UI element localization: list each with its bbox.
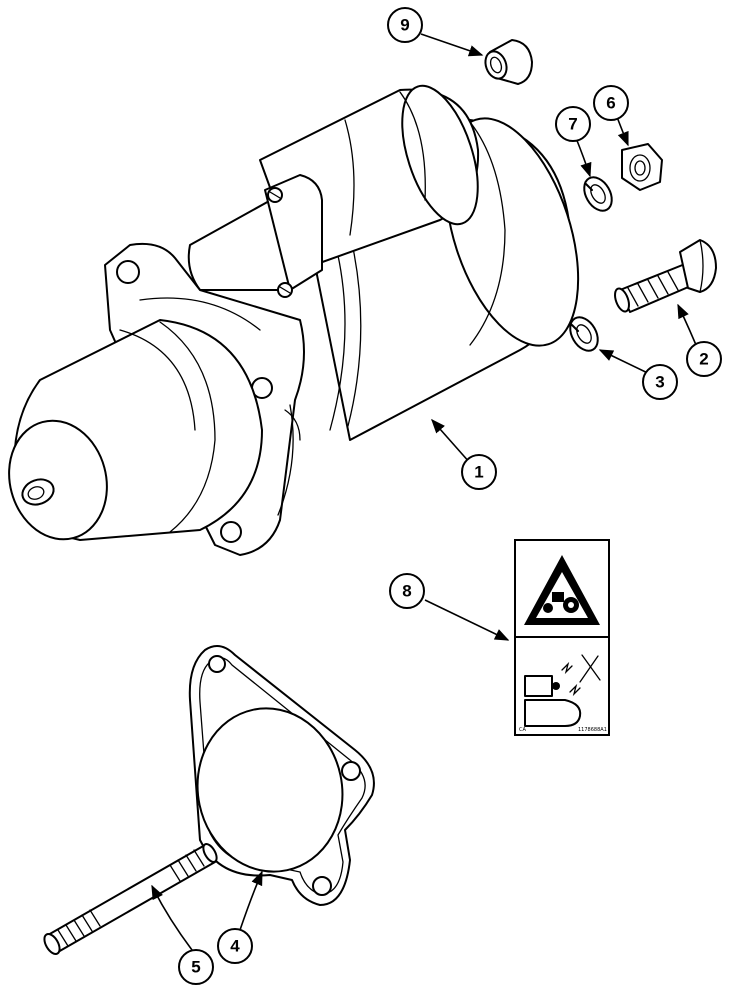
callout-1: 1 xyxy=(461,454,497,490)
starter-spark-icon xyxy=(524,654,601,727)
callout-4: 4 xyxy=(217,928,253,964)
decal-corner-text: CA xyxy=(519,727,526,733)
threaded-stud xyxy=(43,842,218,955)
mounting-bolt xyxy=(614,239,717,313)
callout-7-label: 7 xyxy=(568,115,577,134)
callout-8: 8 xyxy=(389,573,425,609)
callout-6: 6 xyxy=(593,85,629,121)
callout-9-label: 9 xyxy=(400,16,409,35)
leader-lines xyxy=(151,33,702,951)
callout-3: 3 xyxy=(642,364,678,400)
lock-washer-lower xyxy=(569,316,599,352)
callout-7: 7 xyxy=(555,106,591,142)
lock-washer-upper xyxy=(583,176,613,212)
callout-9: 9 xyxy=(387,7,423,43)
callout-2-label: 2 xyxy=(699,350,708,369)
callout-5-label: 5 xyxy=(191,958,200,977)
callout-4-label: 4 xyxy=(230,937,240,956)
callout-1-label: 1 xyxy=(474,463,483,482)
callout-8-label: 8 xyxy=(402,582,411,601)
flange-gasket xyxy=(188,645,375,906)
decal-part-code: 1178688A1 xyxy=(578,727,607,733)
safety-decal: CA 1178688A1 xyxy=(514,539,610,736)
callout-3-label: 3 xyxy=(655,373,664,392)
callout-2: 2 xyxy=(686,341,722,377)
callout-6-label: 6 xyxy=(606,94,615,113)
terminal-boot xyxy=(484,39,533,85)
warning-triangle-tractor-icon xyxy=(524,555,600,625)
callout-5: 5 xyxy=(178,949,214,985)
starter-motor xyxy=(8,84,580,556)
hex-nut xyxy=(621,143,663,191)
